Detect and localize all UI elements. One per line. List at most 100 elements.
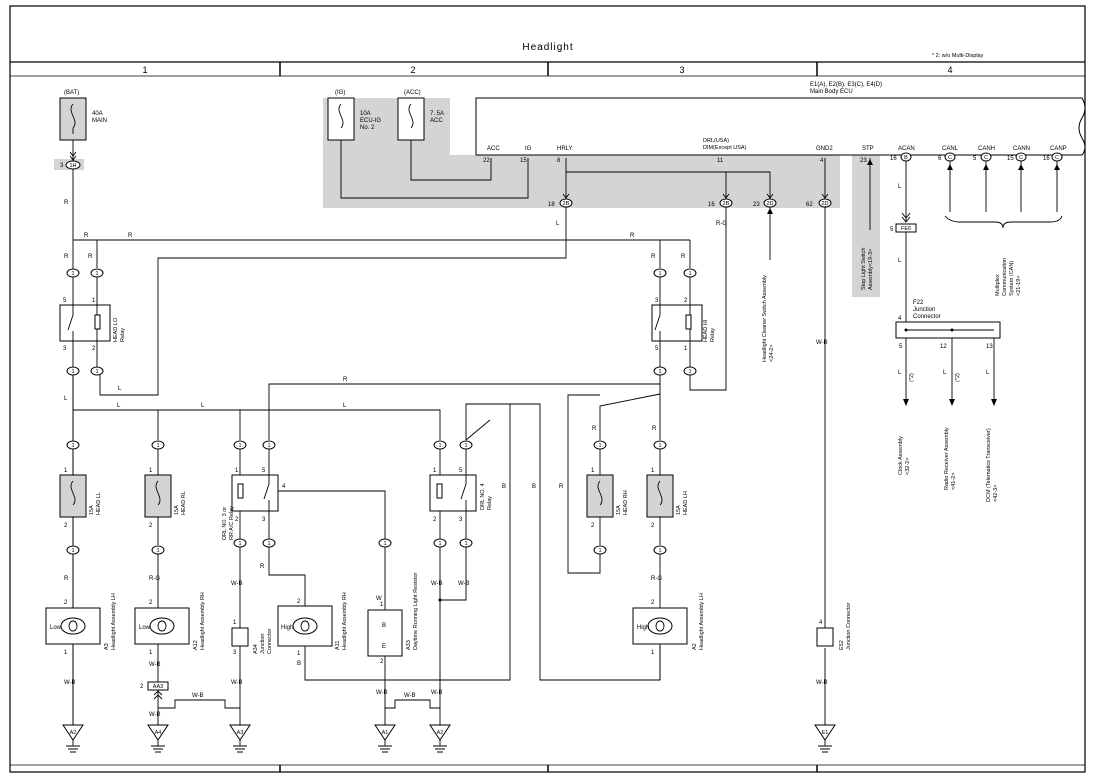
ground-a4: A4 — [147, 724, 169, 753]
svg-text:R: R — [559, 484, 564, 490]
svg-text:1: 1 — [156, 443, 159, 449]
dcm-ref: DCM (Telematics Transceiver) — [986, 428, 992, 502]
svg-text:1: 1 — [438, 541, 441, 547]
svg-text:2: 2 — [433, 517, 437, 523]
svg-text:W-B: W-B — [431, 581, 443, 587]
svg-text:Daytime Running Light Resistor: Daytime Running Light Resistor — [413, 572, 419, 650]
svg-text:Relay: Relay — [487, 496, 493, 510]
radio-ref: Radio Receiver Assembly — [944, 427, 950, 490]
svg-text:HEAD LL: HEAD LL — [96, 492, 102, 515]
svg-text:Junction: Junction — [913, 307, 935, 313]
svg-text:1: 1 — [238, 443, 241, 449]
svg-text:2: 2 — [651, 600, 655, 606]
ground-a1: A1 — [374, 724, 396, 753]
svg-text:B: B — [297, 661, 301, 667]
svg-text:L: L — [898, 184, 902, 190]
svg-text:1: 1 — [651, 468, 655, 474]
ecu-label: E1(A), E2(B), E3(C), E4(D) — [810, 82, 882, 88]
svg-text:L: L — [343, 403, 347, 409]
svg-text:L: L — [943, 370, 947, 376]
svg-text:<42-3>: <42-3> — [993, 485, 999, 502]
svg-text:L: L — [118, 386, 122, 392]
svg-text:2: 2 — [149, 600, 153, 606]
pin-canl: CANL — [942, 146, 959, 152]
svg-text:R-G: R-G — [651, 576, 662, 582]
svg-text:4: 4 — [820, 158, 824, 164]
svg-text:1: 1 — [267, 443, 270, 449]
pin-cann: CANN — [1013, 146, 1030, 152]
svg-text:HEAD LO: HEAD LO — [113, 317, 119, 342]
svg-text:System (CAN): System (CAN) — [1009, 261, 1015, 296]
svg-text:1: 1 — [297, 651, 301, 657]
svg-text:1: 1 — [149, 650, 153, 656]
svg-text:4: 4 — [898, 316, 902, 322]
svg-text:Connector: Connector — [267, 628, 273, 654]
head-rh-fuse: 1 12 15A HEAD RH — [586, 440, 629, 529]
svg-text:R: R — [681, 254, 686, 260]
svg-text:<32-2>: <32-2> — [905, 458, 911, 475]
svg-text:ECU-IG: ECU-IG — [360, 118, 381, 124]
svg-text:L: L — [898, 258, 902, 264]
svg-text:Headlight Assembly LH: Headlight Assembly LH — [699, 593, 705, 650]
svg-text:1: 1 — [438, 443, 441, 449]
svg-text:R: R — [128, 233, 133, 239]
svg-text:1: 1 — [651, 650, 655, 656]
svg-text:3: 3 — [262, 517, 266, 523]
pin-acc: ACC — [487, 146, 500, 152]
svg-text:5: 5 — [63, 298, 67, 304]
svg-text:1: 1 — [383, 541, 386, 547]
svg-text:11: 11 — [717, 158, 724, 164]
svg-text:W-B: W-B — [231, 680, 243, 686]
bat-source: (BAT) — [64, 90, 79, 96]
svg-text:Low: Low — [139, 625, 151, 631]
svg-text:2: 2 — [64, 523, 68, 529]
svg-text:2: 2 — [140, 684, 144, 690]
svg-text:(*2): (*2) — [955, 373, 961, 382]
head-rl-fuse: 1 12 15A HEAD RL — [144, 440, 187, 529]
drl-resistor: 1 2 B E A33 Daytime Running Light Resist… — [367, 572, 419, 665]
svg-text:Connector: Connector — [913, 314, 941, 320]
svg-text:RR A/C Relay: RR A/C Relay — [229, 506, 235, 540]
svg-text:1: 1 — [156, 548, 159, 554]
svg-text:W-B: W-B — [192, 693, 204, 699]
svg-text:1: 1 — [433, 468, 437, 474]
svg-text:<41-2>: <41-2> — [951, 473, 957, 490]
ground-e1: E1 — [814, 724, 836, 753]
svg-text:HEAD RH: HEAD RH — [623, 490, 629, 515]
svg-text:(*2): (*2) — [909, 373, 915, 382]
column-4: 4 — [947, 65, 952, 75]
svg-text:15: 15 — [520, 158, 527, 164]
svg-text:Junction: Junction — [260, 634, 266, 655]
svg-text:2B: 2B — [723, 201, 730, 207]
svg-text:R: R — [64, 254, 69, 260]
svg-text:15: 15 — [1007, 156, 1014, 162]
stop-switch-ref: Stop Light Switch — [861, 248, 867, 291]
column-2: 2 — [410, 65, 415, 75]
head-hi-relay: 1 1 3 2 5 1 HEAD HI Relay 1 1 — [651, 268, 716, 376]
pin-drl: DRL(USA) — [703, 138, 729, 144]
svg-text:1: 1 — [464, 541, 467, 547]
svg-text:L: L — [898, 370, 902, 376]
svg-text:A2: A2 — [70, 730, 77, 736]
svg-text:15A: 15A — [174, 505, 180, 515]
svg-text:L: L — [201, 403, 205, 409]
svg-text:W-B: W-B — [431, 690, 443, 696]
svg-text:R: R — [652, 426, 657, 432]
svg-text:2: 2 — [92, 346, 96, 352]
footnote: * 2: w/o Multi-Display — [932, 53, 984, 59]
pin-acan: ACAN — [898, 146, 915, 152]
svg-text:1: 1 — [71, 548, 74, 554]
svg-text:2: 2 — [235, 517, 239, 523]
svg-text:3: 3 — [655, 298, 659, 304]
svg-text:R: R — [592, 426, 597, 432]
e52-junction — [816, 627, 834, 647]
svg-text:Multiplex: Multiplex — [995, 274, 1001, 296]
svg-text:1: 1 — [95, 271, 98, 277]
svg-text:A3: A3 — [104, 643, 110, 650]
svg-text:R: R — [88, 254, 93, 260]
pin-hrly: HRLY — [557, 146, 573, 152]
svg-text:HEAD HI: HEAD HI — [703, 319, 709, 342]
ground-a3: A3 — [229, 724, 251, 753]
svg-text:W-B: W-B — [149, 712, 161, 718]
svg-text:Relay: Relay — [710, 328, 716, 342]
